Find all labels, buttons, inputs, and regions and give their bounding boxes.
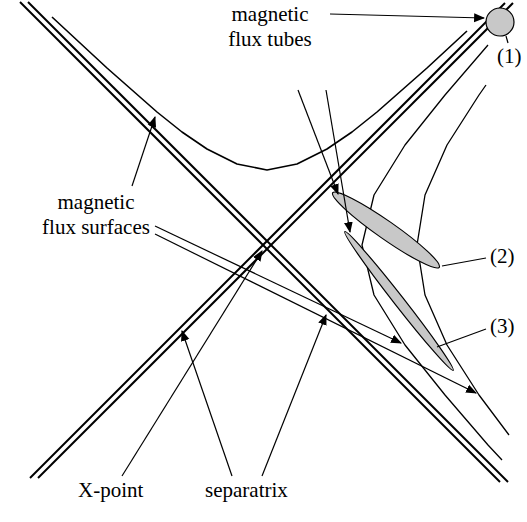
callout-number: (2) <box>490 244 515 269</box>
leader-arrow <box>155 234 476 393</box>
leader-arrow <box>330 14 484 18</box>
flux-tube-label: magnetic flux tubes <box>214 2 326 52</box>
flux-surface-label: magnetic flux surfaces <box>40 190 152 240</box>
leader-line <box>506 36 508 43</box>
leader-arrow <box>182 331 232 476</box>
separatrix-line <box>20 2 500 482</box>
flux-tube-ellipse <box>341 229 457 374</box>
callout-number: (3) <box>490 314 515 339</box>
leader-arrow <box>132 117 155 186</box>
separatrix-line <box>30 3 505 478</box>
leader-line <box>437 329 486 347</box>
flux-tube-circle <box>486 8 514 36</box>
leader-arrow <box>262 315 326 476</box>
x-point-label: X-point <box>78 478 143 503</box>
leader-arrow <box>155 226 401 343</box>
leader-arrow <box>298 90 338 194</box>
callout-number: (1) <box>497 44 522 69</box>
leader-line <box>442 258 486 266</box>
separatrix-line <box>28 2 508 482</box>
leader-arrow <box>326 90 350 232</box>
separatrix-line <box>38 3 513 478</box>
leader-arrow <box>122 251 262 476</box>
flux-tube-ellipse <box>328 185 445 274</box>
separatrix-label: separatrix <box>205 478 288 503</box>
